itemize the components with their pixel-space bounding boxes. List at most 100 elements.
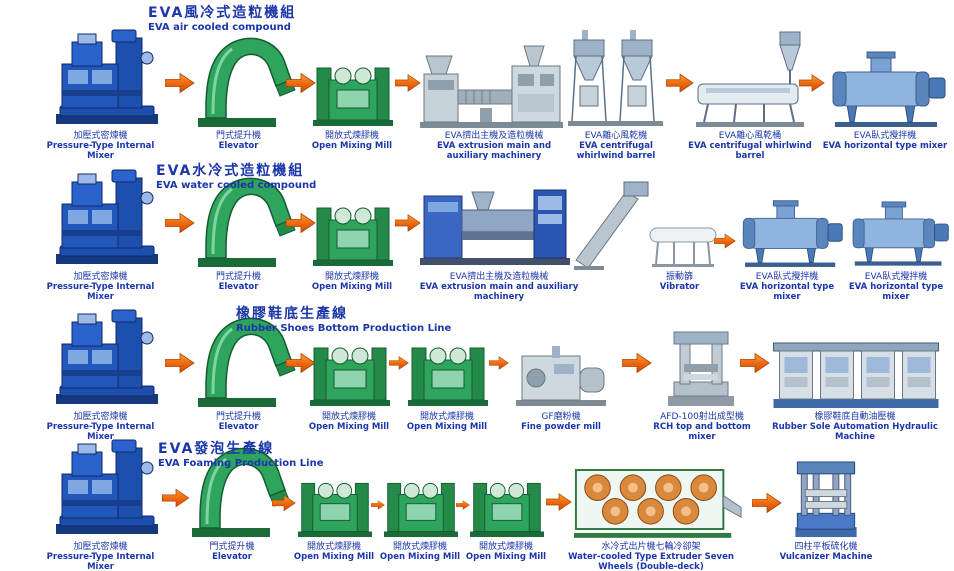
open-mill-illustration bbox=[313, 67, 393, 127]
machine-label-en: Open Mixing Mill bbox=[406, 422, 488, 433]
powder-mill-illustration bbox=[515, 345, 607, 407]
flow-arrow-icon bbox=[395, 214, 421, 232]
machine-label-en: EVA horizontal type mixer bbox=[848, 282, 944, 303]
machine-label-en: Open Mixing Mill bbox=[293, 552, 375, 563]
machine-label-en: Open Mixing Mill bbox=[311, 141, 393, 152]
machine-label-en: Open Mixing Mill bbox=[308, 422, 390, 433]
open-mill-illustration bbox=[313, 207, 393, 267]
extruder-pelletizer-illustration bbox=[420, 45, 564, 129]
flow-arrow-icon bbox=[799, 74, 825, 92]
machine-label: EVA擠出主機及造粒機械 EVA extrusion main and auxi… bbox=[418, 272, 580, 303]
internal-mixer-illustration bbox=[55, 29, 159, 125]
machine-label: GF磨粉機 Fine powder mill bbox=[508, 412, 614, 433]
machine-label-en: Elevator bbox=[218, 141, 259, 152]
machine-label-zh: 加壓式密煉機 bbox=[73, 412, 128, 422]
machine-label-zh: EVA臥式攪拌機 bbox=[755, 272, 819, 282]
machine-label-zh: 門式提升機 bbox=[215, 412, 261, 422]
machine-label: EVA擠出主機及造粒機械 EVA extrusion main and auxi… bbox=[420, 131, 568, 162]
row2-title-zh: EVA水冷式造粒機組 bbox=[156, 163, 305, 179]
row4-title-zh: EVA發泡生產線 bbox=[158, 441, 275, 457]
machine-label-zh: 開放式煉膠機 bbox=[392, 542, 447, 552]
flow-arrow-icon bbox=[395, 74, 421, 92]
machine-label-zh: GF磨粉機 bbox=[541, 412, 581, 422]
machine-label: 開放式煉膠機 Open Mixing Mill bbox=[303, 272, 401, 293]
machine-label-zh: 開放式煉膠機 bbox=[324, 272, 379, 282]
flow-arrow-icon bbox=[714, 233, 736, 249]
machine-label-en: EVA horizontal type mixer bbox=[822, 141, 948, 152]
machine-label: 開放式煉膠機 Open Mixing Mill bbox=[376, 542, 464, 563]
machine-label: EVA臥式攪拌機 EVA horizontal type mixer bbox=[840, 272, 952, 303]
machine-label-zh: AFD-100射出成型機 bbox=[660, 412, 744, 422]
machine-label-zh: 開放式煉膠機 bbox=[321, 412, 376, 422]
flow-arrow-icon bbox=[165, 213, 195, 233]
open-mill-illustration bbox=[408, 347, 488, 407]
machine-label-en: Open Mixing Mill bbox=[465, 552, 547, 563]
open-mill-illustration bbox=[298, 482, 372, 538]
machine-label: 水冷式出片機七輪冷卻架 Water-cooled Type Extruder S… bbox=[550, 542, 752, 571]
machine-label-en: Open Mixing Mill bbox=[379, 552, 461, 563]
machine-label: 加壓式密煉機 Pressure-Type Internal Mixer bbox=[38, 131, 163, 162]
open-mill-illustration bbox=[310, 347, 390, 407]
horizontal-mixer-illustration bbox=[852, 201, 949, 267]
machine-label-zh: 開放式煉膠機 bbox=[478, 542, 533, 552]
machine-label-en: Pressure-Type Internal Mixer bbox=[46, 422, 155, 443]
machine-label-zh: 開放式煉膠機 bbox=[419, 412, 474, 422]
machine-label: 四柱平板硫化機 Vulcanizer Machine bbox=[770, 542, 882, 563]
machine-label: 加壓式密煉機 Pressure-Type Internal Mixer bbox=[38, 542, 163, 571]
machine-label-en: EVA centrifugal whirlwind barrel bbox=[576, 141, 656, 162]
machine-label-en: EVA horizontal type mixer bbox=[739, 282, 835, 303]
machine-label-zh: 門式提升機 bbox=[209, 542, 255, 552]
row4-title-en: EVA Foaming Production Line bbox=[158, 458, 324, 470]
machine-label-en: Elevator bbox=[218, 282, 259, 293]
row1-title: EVA風冷式造粒機組 EVA air cooled compound bbox=[148, 5, 297, 34]
machine-label-zh: EVA離心風乾桶 bbox=[718, 131, 782, 141]
machine-label-zh: 開放式煉膠機 bbox=[306, 542, 361, 552]
vibrator-sieve-illustration bbox=[649, 227, 717, 268]
vulcanizer-illustration bbox=[794, 461, 858, 538]
open-mill-illustration bbox=[470, 482, 544, 538]
machine-label-en: EVA centrifugal whirlwind barrel bbox=[688, 141, 812, 162]
row1-title-en: EVA air cooled compound bbox=[148, 22, 291, 34]
machine-label-zh: 四柱平板硫化機 bbox=[794, 542, 858, 552]
elevator-illustration bbox=[196, 36, 297, 129]
machine-label-zh: 水冷式出片機七輪冷卻架 bbox=[601, 542, 701, 552]
machine-label-zh: EVA離心風乾機 bbox=[584, 131, 648, 141]
flow-arrow-icon bbox=[740, 353, 770, 373]
flow-arrow-icon bbox=[371, 500, 385, 510]
machine-label: 橡膠鞋底自動油壓機 Rubber Sole Automation Hydraul… bbox=[766, 412, 944, 443]
open-mill-illustration bbox=[384, 482, 458, 538]
machine-label-en: Pressure-Type Internal Mixer bbox=[46, 282, 155, 303]
machine-label-en: Vulcanizer Machine bbox=[779, 552, 873, 563]
sieve-cyclone-illustration bbox=[696, 31, 805, 128]
screw-conveyor-illustration bbox=[574, 181, 649, 270]
extruder-pelletizer-illustration bbox=[420, 189, 570, 266]
machine-label-en: RCH top and bottom mixer bbox=[653, 422, 751, 443]
horizontal-mixer-illustration bbox=[742, 200, 843, 268]
row4-title: EVA發泡生產線 EVA Foaming Production Line bbox=[158, 441, 324, 470]
flow-arrow-icon bbox=[546, 493, 572, 511]
row3-title: 橡膠鞋底生產線 Rubber Shoes Bottom Production L… bbox=[236, 306, 452, 335]
machine-label: 開放式煉膠機 Open Mixing Mill bbox=[462, 542, 550, 563]
internal-mixer-illustration bbox=[55, 169, 159, 265]
flow-arrow-icon bbox=[162, 488, 190, 508]
machine-label-en: Elevator bbox=[218, 422, 259, 433]
row3-title-en: Rubber Shoes Bottom Production Line bbox=[236, 323, 452, 335]
row1-title-zh: EVA風冷式造粒機組 bbox=[148, 5, 297, 21]
flow-arrow-icon bbox=[165, 353, 195, 373]
machine-label: AFD-100射出成型機 RCH top and bottom mixer bbox=[646, 412, 758, 443]
machine-label: 開放式煉膠機 Open Mixing Mill bbox=[290, 542, 378, 563]
row3-title-zh: 橡膠鞋底生產線 bbox=[236, 306, 348, 322]
flow-arrow-icon bbox=[489, 356, 509, 370]
machine-label-zh: EVA臥式攪拌機 bbox=[864, 272, 928, 282]
machine-label-en: EVA extrusion main and auxiliary machine… bbox=[419, 282, 579, 303]
machine-label: EVA離心風乾桶 EVA centrifugal whirlwind barre… bbox=[686, 131, 814, 162]
machine-label-en: Fine powder mill bbox=[521, 422, 601, 433]
internal-mixer-illustration bbox=[55, 309, 159, 405]
machine-label-en: Rubber Sole Automation Hydraulic Machine bbox=[772, 422, 938, 443]
machine-label-zh: 加壓式密煉機 bbox=[73, 272, 128, 282]
machine-label: 門式提升機 Elevator bbox=[186, 272, 291, 293]
machine-label-zh: 加壓式密煉機 bbox=[73, 131, 128, 141]
row2-title: EVA水冷式造粒機組 EVA water cooled compound bbox=[156, 163, 316, 191]
machine-label-en: EVA extrusion main and auxiliary machine… bbox=[436, 141, 552, 162]
